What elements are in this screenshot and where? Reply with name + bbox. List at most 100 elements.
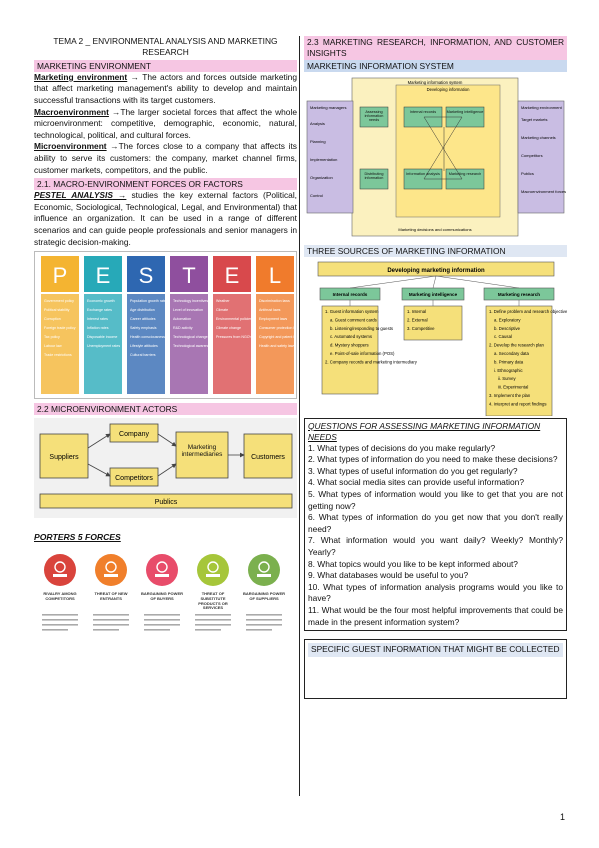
pestel-factor: Automation <box>173 317 191 321</box>
sources-diagram: Developing marketing informationInternal… <box>317 261 570 417</box>
source-body-box <box>321 305 379 395</box>
source-item: b. Descriptive <box>494 326 521 331</box>
pestel-letter: E <box>96 263 111 288</box>
pestel-factor: Population growth rate <box>130 299 166 303</box>
question-item: 10. What types of information analysis p… <box>308 581 563 604</box>
pestel-factor: Inflation rates <box>87 326 109 330</box>
mis-figure: Marketing information system Marketing m… <box>304 74 567 243</box>
macro-forces-heading: 2.1. MACRO-ENVIRONMENT FORCES OR FACTORS <box>34 178 297 191</box>
pestel-factor: Tax policy <box>44 335 60 339</box>
micro-actors-diagram: Suppliers Company Competitors Marketing … <box>39 423 293 509</box>
right-column: 2.3 MARKETING RESEARCH, INFORMATION, AND… <box>304 36 570 700</box>
source-item: 2. Develop the research plan <box>489 342 545 347</box>
source-item: d. Mystery shoppers <box>330 342 369 347</box>
porter-text-line <box>93 624 129 626</box>
source-item: 1. Internal <box>407 309 426 314</box>
porter-force-icon <box>197 554 229 587</box>
mis-box-label: Internal records <box>409 109 437 114</box>
source-item: e. Point-of-sale information (POS) <box>330 351 395 356</box>
porter-force-symbol <box>155 574 169 578</box>
page-number: 1 <box>559 812 565 822</box>
questions-box: QUESTIONS FOR ASSESSING MARKETING INFORM… <box>304 417 567 632</box>
pestel-factor: Technological awareness <box>173 344 213 348</box>
sources-top-label: Developing marketing information <box>387 268 485 274</box>
porter-text-line <box>93 614 129 616</box>
porter-force-title: THREAT OF SUBSTITUTE PRODUCTS OR SERVICE… <box>198 592 228 611</box>
question-item: 6. What types of information do you get … <box>308 512 563 534</box>
question-item: 8. What topics would you like to be kept… <box>308 558 518 569</box>
question-item: 1. What types of decisions do you make r… <box>308 442 496 453</box>
pestel-letter-box <box>41 256 79 293</box>
question-item: 3. What types of useful information do y… <box>308 465 518 476</box>
pestel-factor: Cultural barriers <box>130 353 156 357</box>
source-head-label: Marketing research <box>498 292 540 297</box>
porter-force-symbol <box>206 574 220 578</box>
source-item: b. Listening/responding to guests <box>330 326 393 331</box>
pestel-factor: Consumer protection laws <box>259 326 296 330</box>
pestel-factor: Labour law <box>44 344 62 348</box>
porter-text-line <box>144 614 180 616</box>
sources-heading: THREE SOURCES OF MARKETING INFORMATION <box>304 244 567 257</box>
marketing-environment-definition: Marketing environment → The actors and f… <box>34 71 297 106</box>
porter-text-line <box>144 629 170 631</box>
mis-box <box>359 106 389 128</box>
environment-item: Competitors <box>521 153 543 158</box>
porter-force-icon <box>248 554 280 587</box>
porter-force-symbol <box>257 574 271 578</box>
suppliers-box <box>39 433 89 479</box>
pestel-factor: R&D activity <box>173 326 193 330</box>
manager-activity: Planning <box>310 139 326 144</box>
guest-info-heading: SPECIFIC GUEST INFORMATION THAT MIGHT BE… <box>308 643 563 657</box>
environment-item: Publics <box>521 171 534 176</box>
source-item: 2. Company records and marketing interme… <box>325 359 418 364</box>
source-item: iii. Experimental <box>498 384 528 389</box>
pestel-definition: PESTEL ANALYSIS → studies the key extern… <box>34 190 298 247</box>
source-item: 1. Define problem and research objective… <box>489 309 567 314</box>
source-body-box <box>485 305 553 417</box>
pestel-factor: Corruption <box>44 317 61 321</box>
company-box <box>109 423 159 443</box>
pestel-factor: Climate change <box>216 326 241 330</box>
pestel-factor: Economic growth <box>87 299 115 303</box>
pestel-column <box>256 294 294 395</box>
source-item: 1. Guest information system <box>325 309 379 314</box>
pestel-factor: Foreign trade policy <box>44 326 76 330</box>
source-item: i. Ethnographic <box>494 368 524 373</box>
pestel-letter-box <box>256 256 294 293</box>
question-item: 2. What types of information do you need… <box>308 454 558 465</box>
porter-force-icon <box>95 554 127 587</box>
column-divider <box>299 36 300 796</box>
mis-box-label: Marketing research <box>448 171 482 176</box>
mis-heading: MARKETING INFORMATION SYSTEM <box>304 59 567 72</box>
environment-item: Target markets <box>521 117 547 122</box>
pestel-factor: Pressures from NGO's <box>216 335 252 339</box>
porter-text-line <box>144 624 180 626</box>
pestel-factor: Interest rates <box>87 317 108 321</box>
managers-title: Marketing managers <box>310 105 346 110</box>
porter-text-line <box>195 629 221 631</box>
porter-text-line <box>246 624 282 626</box>
mis-diagram: Marketing information system Marketing m… <box>306 77 566 237</box>
pestel-factor: Environmental policies <box>216 317 252 321</box>
porter-force-title: THREAT OF NEW ENTRANTS <box>94 592 128 601</box>
pestel-factor: Technological change <box>173 335 208 339</box>
pestel-letter: T <box>182 263 195 288</box>
pestel-factor: Government policy <box>44 299 74 303</box>
question-item: 5. What types of information would you l… <box>308 489 563 511</box>
pestel-factor: Disposable income <box>87 335 117 339</box>
porter-text-line <box>195 624 231 626</box>
publics-label: Publics <box>155 499 178 506</box>
managers-panel <box>306 100 354 214</box>
pestel-factor: Exchange rates <box>87 308 112 312</box>
porter-force-title: BARGAINING POWER OF BUYERS <box>141 592 183 601</box>
micro-actors-figure: Suppliers Company Competitors Marketing … <box>34 418 297 519</box>
porter-force-symbol <box>258 561 270 573</box>
manager-activity: Implementation <box>310 157 337 162</box>
source-item: c. Automated systems <box>330 334 372 339</box>
pestel-factor: Employment laws <box>259 317 287 321</box>
source-item: c. Causal <box>494 334 512 339</box>
source-body-box <box>403 305 463 341</box>
customers-box <box>243 433 293 479</box>
porter-text-line <box>93 619 129 621</box>
